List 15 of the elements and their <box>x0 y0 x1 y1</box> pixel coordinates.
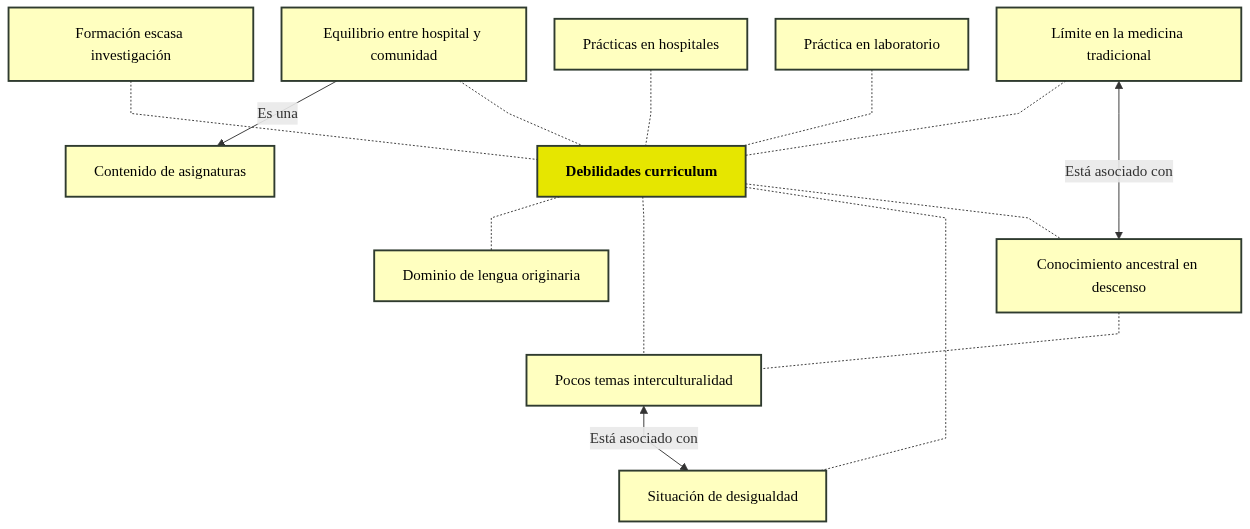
node-box: Límite en la medicina tradicional <box>995 6 1243 82</box>
node-box: Debilidades curriculum <box>536 144 747 198</box>
edge-label: Está asociado con <box>1065 162 1173 179</box>
node-box: Situación de desigualdad <box>618 469 828 523</box>
node-box: Dominio de lengua originaria <box>373 249 610 303</box>
node-box: Equilibrio entre hospital y comunidad <box>280 6 528 82</box>
connector <box>642 196 645 356</box>
node-box: Práctica en laboratorio <box>774 17 970 71</box>
node-box: Conocimiento ancestral en descenso <box>995 238 1243 314</box>
edge-label: Está asociado con <box>589 429 698 446</box>
node-box: Pocos temas interculturalidad <box>525 353 763 407</box>
node-box: Prácticas en hospitales <box>553 17 749 71</box>
node-box: Contenido de asignaturas <box>64 144 276 198</box>
edge-label: Es una <box>257 104 298 121</box>
node-box: Formación escasa investigación <box>7 6 255 82</box>
